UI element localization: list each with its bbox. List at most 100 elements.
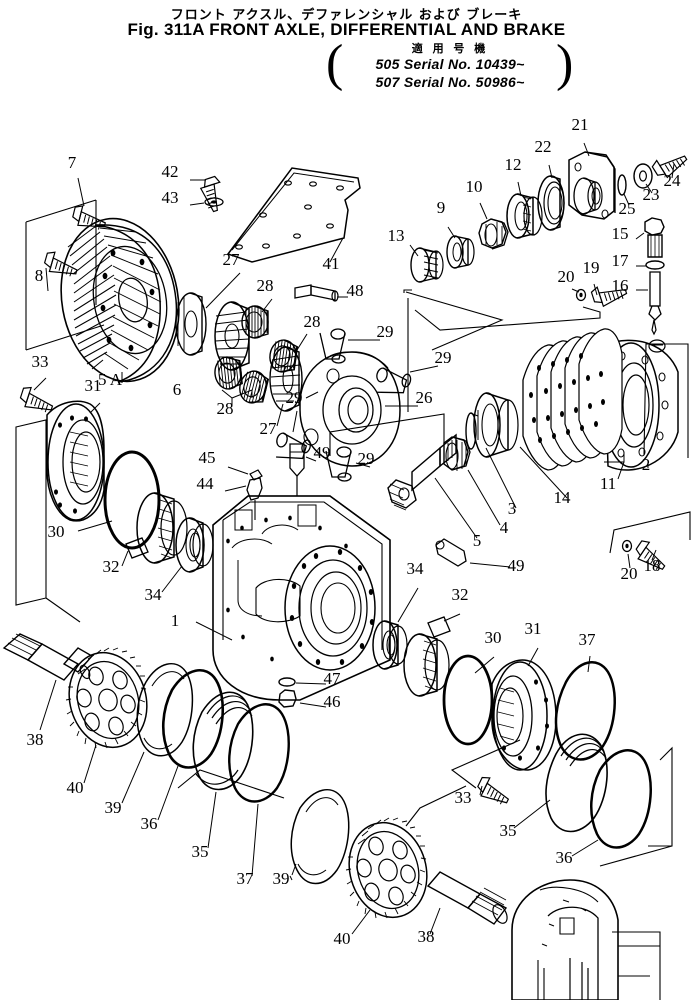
callout-number: 49 [314, 443, 331, 462]
callout-number: 48 [347, 281, 364, 300]
pinion-gear-28-c [212, 355, 244, 391]
pinion-gear-28-a [241, 305, 269, 339]
bolt-7 [70, 203, 109, 233]
o-ring-30-left [77, 450, 161, 550]
callout-number: 35 [500, 821, 517, 840]
pin-29-a [319, 328, 346, 364]
callout-number: 20 [621, 564, 638, 583]
callout-number: 7 [68, 153, 77, 172]
callout-number: 9 [437, 198, 446, 217]
callout-number: 21 [572, 115, 589, 134]
callout-number: 16 [612, 276, 629, 295]
axle-shaft-38-left [2, 633, 94, 731]
pin-45 [227, 466, 263, 481]
callout-number: 23 [643, 185, 660, 204]
callout-number: 10 [466, 177, 483, 196]
bearing-cup-13 [409, 244, 444, 283]
callout-number: 36 [556, 848, 573, 867]
callout-number: 17 [612, 251, 630, 270]
callout-number: 37 [579, 630, 597, 649]
oring-17 [636, 260, 665, 270]
callout-number: 15 [612, 224, 629, 243]
plug-49-right [435, 538, 511, 568]
callout-number: 22 [535, 137, 552, 156]
callout-number: 8 [35, 266, 44, 285]
wheel-hub-31-left [46, 400, 105, 522]
nut-10 [478, 202, 509, 250]
callout-number: 26 [416, 388, 433, 407]
seal-22 [537, 164, 565, 231]
brake-plate-39-left [121, 662, 194, 804]
callout-number: 5 A [98, 370, 123, 389]
callout-number: 30 [48, 522, 65, 541]
washer-47 [278, 677, 327, 687]
bracket-group-9-13 [403, 289, 504, 351]
side-gear-27-right [269, 346, 303, 412]
washer-20-lower [621, 539, 633, 553]
callout-number: 29 [377, 322, 394, 341]
bleeder-valve-15 [635, 217, 665, 258]
bearing-3 [465, 412, 517, 509]
callout-number: 39 [273, 869, 290, 888]
callout-number: 45 [199, 448, 216, 467]
axle-shaft-38-bottom [426, 871, 508, 935]
bracket-frame-center [177, 298, 467, 827]
bolt-8 [42, 249, 81, 280]
differential-carrier-26 [299, 351, 418, 467]
callout-number: 12 [505, 155, 522, 174]
serial-jp-label: 適 用 号 機 [411, 42, 489, 55]
side-gear-27-left [175, 292, 207, 356]
callout-number: 37 [237, 869, 255, 888]
callout-number: 29 [435, 348, 452, 367]
callout-number: 31 [85, 376, 102, 395]
ring-bevel-gear-5A [60, 217, 180, 383]
bracket-group-7-8 [25, 199, 105, 351]
callout-number: 35 [192, 842, 209, 861]
brake-plate-37-left [228, 703, 290, 877]
callout-number: 31 [525, 619, 542, 638]
bracket-group-19-20 [414, 306, 601, 331]
oring-25 [617, 174, 630, 206]
brake-disc-pack-11 [522, 328, 625, 480]
seal-32-right [403, 613, 461, 697]
pinion-gear-28-b [267, 337, 299, 375]
callout-number: 38 [27, 730, 44, 749]
brake-plate-36-left [157, 669, 225, 821]
callout-number: 39 [105, 798, 122, 817]
bearing-cup-14 [473, 392, 568, 499]
bearing-12 [506, 181, 543, 239]
serial-line-507: 507 Serial No. 50986~ [375, 73, 525, 90]
callout-number: 36 [141, 814, 158, 833]
callout-number: 42 [162, 162, 179, 181]
bolt-33-left [17, 384, 57, 416]
bolt-42 [197, 174, 229, 214]
paren-right: ) [556, 35, 574, 92]
valve-stem-16 [636, 271, 662, 336]
brake-disc-40-bottom [345, 817, 428, 935]
callout-number: 38 [418, 927, 435, 946]
callout-number: 49 [508, 556, 525, 575]
callout-number: 14 [554, 488, 572, 507]
plug-49-center [289, 443, 317, 496]
callout-number: 3 [508, 499, 517, 518]
callout-number: 33 [455, 788, 472, 807]
callout-number: 20 [558, 267, 575, 286]
callout-number: 19 [583, 258, 600, 277]
callout-number: 41 [323, 254, 340, 273]
callout-number: 5 [473, 531, 482, 550]
paren-left: ( [326, 35, 344, 92]
callout-number: 47 [324, 669, 342, 688]
cover-plate-41 [226, 167, 361, 263]
shaft-spline-end [387, 479, 417, 511]
o-ring-30-right [442, 654, 495, 746]
wheel-hub-31-right [491, 647, 557, 771]
brake-plate-35-left [192, 691, 254, 849]
washer-43 [204, 197, 224, 207]
callout-number: 29 [286, 388, 303, 407]
brake-disc-40-left [65, 647, 148, 784]
brake-plate-35-right [513, 733, 608, 833]
callout-number: 28 [217, 399, 234, 418]
brake-plate-39-bottom [289, 788, 350, 885]
callout-number: 32 [103, 557, 120, 576]
